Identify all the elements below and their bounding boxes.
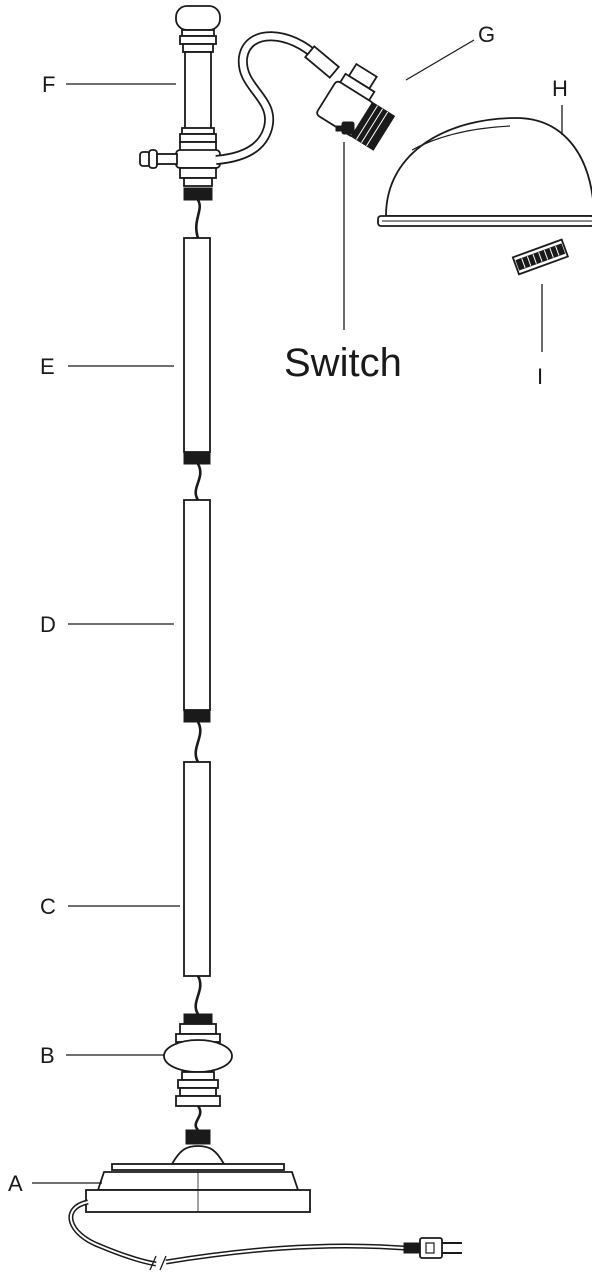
- part-b-knob: [163, 1013, 233, 1107]
- label-e: E: [40, 354, 55, 379]
- gooseneck-arm: [215, 31, 341, 165]
- part-i-adapter: [511, 238, 570, 276]
- part-c-tube: [183, 761, 211, 977]
- label-h: H: [552, 76, 568, 101]
- label-f: F: [42, 72, 55, 97]
- label-i: I: [537, 364, 543, 389]
- leader-g: [405, 39, 475, 81]
- part-d-tube: [183, 499, 211, 723]
- label-c: C: [40, 894, 56, 919]
- part-a-base: [85, 1129, 311, 1213]
- part-f-top-assembly: [139, 5, 221, 201]
- label-switch: Switch: [284, 341, 402, 385]
- power-cord-with-plug: [68, 1199, 462, 1271]
- label-g: G: [478, 22, 495, 47]
- label-a: A: [8, 1171, 23, 1196]
- part-h-dome-shade: [377, 117, 592, 227]
- part-g-socket: [316, 62, 396, 151]
- part-e-tube: [183, 237, 211, 465]
- label-d: D: [40, 612, 56, 637]
- label-b: B: [40, 1043, 55, 1068]
